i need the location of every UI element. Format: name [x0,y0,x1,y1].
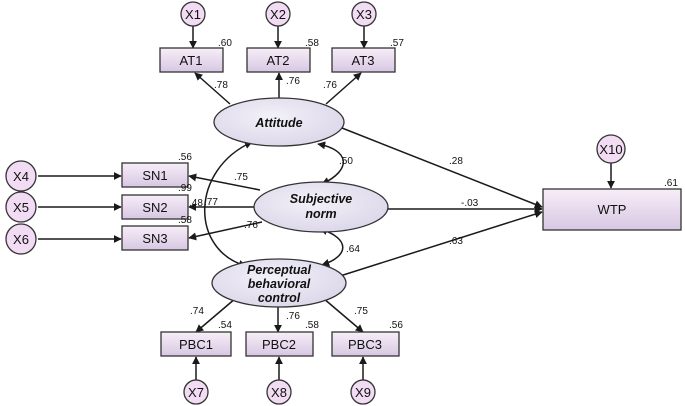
indicator-sn1: SN1 [121,162,189,188]
indicator-at1: AT1 [159,47,224,73]
loading-sn1: .75 [234,172,248,183]
indicator-sn3: SN3 [121,225,189,251]
svg-text:PBC1: PBC1 [179,337,213,352]
svg-text:SN3: SN3 [142,231,167,246]
arrow-att-at1 [194,72,231,105]
error-x6: X6 [5,223,37,255]
loading-pbc1: .74 [190,306,204,317]
path-att-wtp [341,127,543,209]
r2-sn2: .48 [189,198,203,209]
cov-att-sn [317,141,344,185]
coef-sn-wtp: -.03 [461,198,479,209]
svg-text:X3: X3 [356,7,372,22]
svg-text:SN2: SN2 [142,200,167,215]
r2-at2: .58 [305,38,319,49]
svg-text:X5: X5 [13,200,29,215]
cov-sn-pbc [319,227,344,267]
svg-text:AT3: AT3 [352,53,375,68]
loading-pbc3: .75 [354,306,368,317]
svg-text:X10: X10 [599,142,622,157]
svg-text:WTP: WTP [598,202,627,217]
loading-at1: .78 [214,80,228,91]
error-x3: X3 [351,1,377,27]
loading-sn3: .76 [244,220,258,231]
indicator-pbc3: PBC3 [331,331,400,357]
indicator-at3: AT3 [331,47,396,73]
r2-pbc3: .56 [389,320,403,331]
r2-sn3: .58 [178,215,192,226]
error-x9: X9 [350,379,376,405]
cov-att-pbc [204,141,253,268]
coef-att-wtp: .28 [449,156,463,167]
latent-subjective-norm: Subjective norm [253,181,389,233]
loading-pbc2: .76 [286,311,300,322]
svg-text:Attitude: Attitude [254,116,302,130]
svg-text:PBC3: PBC3 [348,337,382,352]
r2-sn1: .56 [178,152,192,163]
error-x1: X1 [180,1,206,27]
error-x4: X4 [5,160,37,192]
svg-text:behavioral: behavioral [248,277,311,291]
error-x7: X7 [183,379,209,405]
r2-pbc2: .58 [305,320,319,331]
indicator-sn2: SN2 [121,194,189,220]
r2-at3: .57 [390,38,404,49]
coef-pbc-wtp: .63 [449,236,463,247]
svg-text:X9: X9 [355,385,371,400]
error-x5: X5 [5,191,37,223]
loading-sn2: .99 [178,183,192,194]
outcome-wtp: WTP [542,188,682,231]
latent-attitude: Attitude [213,97,345,147]
corr-sn-pbc: .64 [346,244,360,255]
latent-perceptual-behavioral-control: Perceptual behavioral control [211,258,347,308]
arrow-pbc-pbc3 [322,297,364,333]
indicator-pbc1: PBC1 [160,331,232,357]
svg-text:X4: X4 [13,169,29,184]
corr-att-sn: .50 [339,156,353,167]
svg-text:PBC2: PBC2 [262,337,296,352]
arrow-pbc-pbc1 [195,297,237,333]
error-x10: X10 [596,134,626,164]
svg-text:X1: X1 [185,7,201,22]
loading-at2: .76 [286,76,300,87]
r2-wtp: .61 [664,178,678,189]
svg-text:X7: X7 [188,385,204,400]
error-x2: X2 [265,1,291,27]
svg-text:norm: norm [305,207,336,221]
svg-text:Subjective: Subjective [290,192,353,206]
error-x8: X8 [266,379,292,405]
svg-text:X6: X6 [13,232,29,247]
svg-text:X2: X2 [270,7,286,22]
arrow-att-at3 [325,72,362,105]
loading-at3: .76 [323,80,337,91]
svg-text:X8: X8 [271,385,287,400]
svg-text:SN1: SN1 [142,168,167,183]
path-pbc-wtp [339,210,543,277]
indicator-at2: AT2 [246,47,311,73]
svg-text:Perceptual: Perceptual [247,263,311,277]
arrow-sn-sn1 [188,173,261,191]
svg-text:AT2: AT2 [267,53,290,68]
svg-text:control: control [258,291,301,305]
svg-text:AT1: AT1 [180,53,203,68]
r2-at1: .60 [218,38,232,49]
indicator-pbc2: PBC2 [245,331,314,357]
corr-att-pbc: .77 [204,197,218,208]
r2-pbc1: .54 [218,320,232,331]
